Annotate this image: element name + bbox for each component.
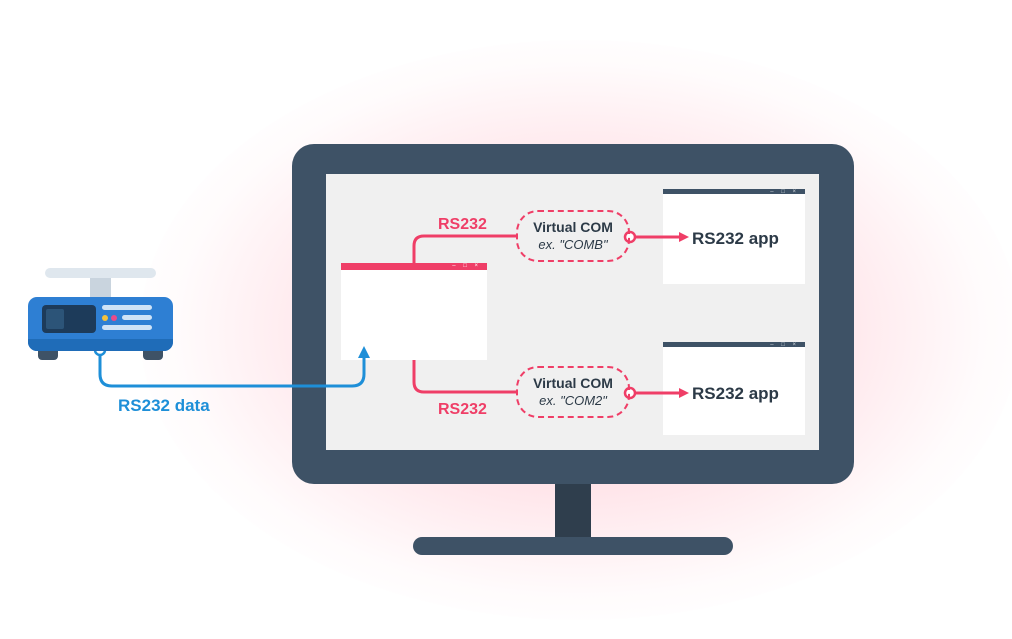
window-controls: – □ × — [770, 189, 799, 195]
app-window-titlebar: – □ × — [663, 189, 805, 195]
app-label-bottom: RS232 app — [692, 384, 779, 403]
scale-foot-left — [38, 350, 58, 360]
rs232-link-top — [412, 234, 516, 263]
scale-led-pink — [111, 315, 117, 321]
scale-led-yellow — [102, 315, 108, 321]
virtual-com-bottom: Virtual COM ex. "COM2" — [516, 366, 630, 418]
splitter-window-titlebar: – □ × — [341, 263, 487, 270]
virtual-com-example: ex. "COM2" — [539, 393, 607, 408]
rs232-data-label: RS232 data — [118, 396, 210, 415]
splitter-window: – □ × — [341, 263, 487, 360]
scale-panel-line — [122, 315, 152, 320]
app-label-top: RS232 app — [692, 229, 779, 248]
scale-panel-line — [102, 325, 152, 330]
window-controls: – □ × — [452, 263, 481, 269]
scale-stem — [90, 278, 111, 298]
monitor-stand — [413, 537, 733, 555]
virtual-com-top: Virtual COM ex. "COMB" — [516, 210, 630, 262]
scale-base — [28, 339, 173, 351]
virtual-com-example: ex. "COMB" — [538, 237, 608, 252]
rs232-link-bottom — [412, 360, 516, 394]
weighing-scale-icon — [0, 0, 173, 360]
window-controls: – □ × — [770, 342, 799, 348]
rs232-label-bottom: RS232 — [438, 401, 487, 418]
scale-panel-line — [102, 305, 152, 310]
scale-display-shine — [46, 309, 64, 329]
device-data-line — [98, 346, 370, 388]
scale-foot-right — [143, 350, 163, 360]
virtual-com-title: Virtual COM — [533, 219, 613, 235]
rs232-label-top: RS232 — [438, 216, 487, 233]
app-window-titlebar: – □ × — [663, 342, 805, 348]
virtual-com-title: Virtual COM — [533, 375, 613, 391]
scale-plate — [45, 268, 156, 278]
monitor-neck — [555, 484, 591, 541]
